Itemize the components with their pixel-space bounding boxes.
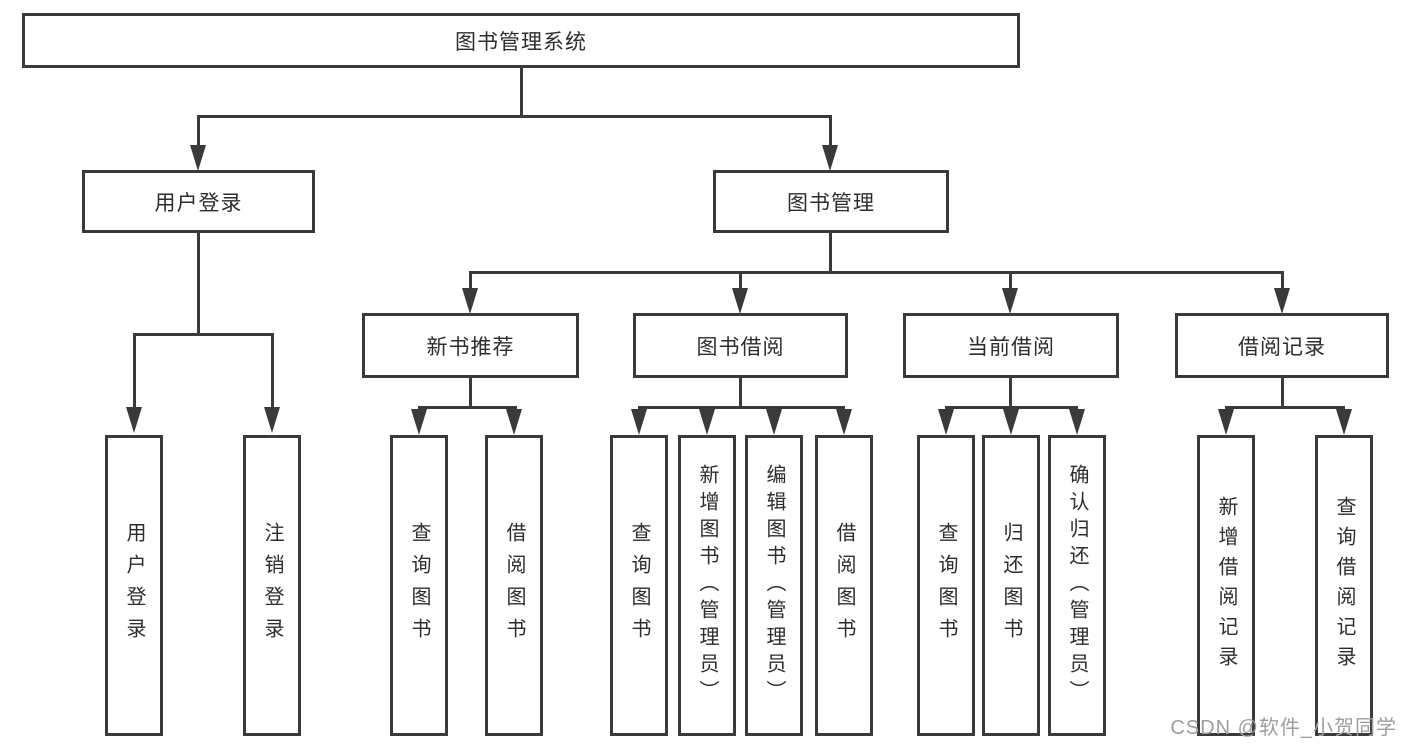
arrow-down-icon: [462, 288, 478, 314]
connector-line: [469, 271, 472, 289]
node-current-borrowing: 当前借阅: [903, 313, 1119, 378]
leaf-query-books-recommend: 查询图书: [390, 435, 448, 736]
arrow-down-icon: [411, 409, 427, 435]
node-label: 借阅图书: [503, 521, 525, 650]
node-user-login: 用户登录: [82, 170, 315, 233]
connector-line: [418, 406, 517, 409]
connector-line: [1225, 406, 1345, 409]
connector-line: [520, 68, 523, 116]
leaf-query-borrow-record: 查询借阅记录: [1315, 435, 1373, 736]
connector-line: [133, 333, 136, 407]
leaf-query-books-borrowing: 查询图书: [610, 435, 668, 736]
leaf-borrow-books-borrowing: 借阅图书: [815, 435, 873, 736]
arrow-down-icon: [126, 407, 142, 433]
watermark: CSDN @软件_小贺同学: [1170, 717, 1397, 739]
leaf-return-books: 归还图书: [982, 435, 1040, 736]
node-label: 编辑图书（管理员）: [763, 464, 785, 707]
node-label: 新增借阅记录: [1215, 495, 1237, 676]
arrow-down-icon: [1336, 409, 1352, 435]
connector-line: [1009, 271, 1012, 289]
connector-line: [829, 233, 832, 273]
connector-line: [469, 378, 472, 408]
connector-line: [197, 115, 200, 146]
leaf-add-books-admin: 新增图书（管理员）: [678, 435, 736, 736]
arrow-down-icon: [1069, 409, 1085, 435]
arrow-down-icon: [264, 407, 280, 433]
node-label: 借阅图书: [833, 521, 855, 650]
connector-line: [829, 115, 832, 146]
node-label: 用户登录: [154, 191, 243, 215]
arrow-down-icon: [506, 409, 522, 435]
connector-line: [1281, 378, 1284, 408]
connector-line: [739, 378, 742, 408]
arrow-down-icon: [822, 145, 838, 171]
node-new-book-recommendation: 新书推荐: [362, 313, 579, 378]
connector-line: [197, 233, 200, 336]
node-label: 图书管理系统: [455, 30, 587, 54]
arrow-down-icon: [1274, 288, 1290, 314]
node-book-borrowing: 图书借阅: [633, 313, 848, 378]
connector-line: [271, 333, 274, 407]
node-label: 用户登录: [123, 521, 145, 650]
leaf-query-books-current: 查询图书: [917, 435, 975, 736]
node-label: 查询图书: [628, 521, 650, 650]
connector-line: [197, 115, 832, 118]
arrow-down-icon: [1002, 288, 1018, 314]
leaf-borrow-books-recommend: 借阅图书: [485, 435, 543, 736]
node-label: 查询图书: [408, 521, 430, 650]
node-label: 借阅记录: [1238, 335, 1326, 359]
connector-line: [638, 406, 845, 409]
node-borrowing-records: 借阅记录: [1175, 313, 1389, 378]
connector-line: [133, 333, 274, 336]
node-label: 归还图书: [1000, 521, 1022, 650]
node-label: 图书借阅: [696, 335, 785, 359]
arrow-down-icon: [732, 288, 748, 314]
leaf-user-login: 用户登录: [105, 435, 163, 736]
node-label: 当前借阅: [967, 335, 1055, 359]
connector-line: [945, 406, 1078, 409]
arrow-down-icon: [938, 409, 954, 435]
arrow-down-icon: [631, 409, 647, 435]
leaf-logout: 注销登录: [243, 435, 301, 736]
arrow-down-icon: [836, 409, 852, 435]
node-label: 新增图书（管理员）: [696, 464, 718, 707]
node-label: 图书管理: [787, 191, 875, 215]
leaf-edit-books-admin: 编辑图书（管理员）: [745, 435, 803, 736]
arrow-down-icon: [699, 409, 715, 435]
arrow-down-icon: [1003, 409, 1019, 435]
node-library-management-system: 图书管理系统: [22, 13, 1020, 68]
leaf-confirm-return-admin: 确认归还（管理员）: [1048, 435, 1106, 736]
connector-line: [469, 271, 1284, 274]
node-book-management: 图书管理: [713, 170, 949, 233]
arrow-down-icon: [766, 409, 782, 435]
node-label: 确认归还（管理员）: [1066, 464, 1088, 707]
node-label: 查询借阅记录: [1333, 495, 1355, 676]
node-label: 注销登录: [261, 521, 283, 650]
connector-line: [739, 271, 742, 289]
node-label: 新书推荐: [426, 335, 515, 359]
node-label: 查询图书: [935, 521, 957, 650]
connector-line: [1281, 271, 1284, 289]
arrow-down-icon: [190, 145, 206, 171]
arrow-down-icon: [1218, 409, 1234, 435]
leaf-add-borrow-record: 新增借阅记录: [1197, 435, 1255, 736]
connector-line: [1009, 378, 1012, 408]
